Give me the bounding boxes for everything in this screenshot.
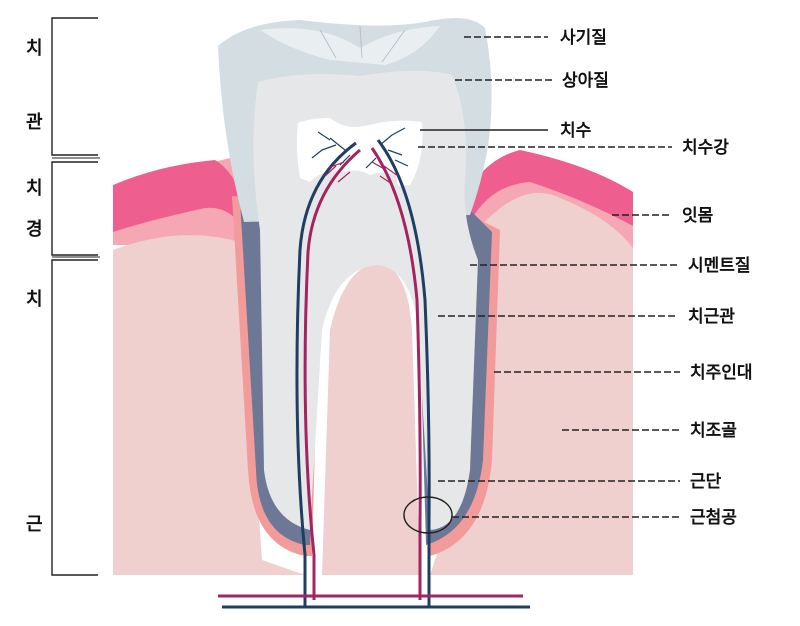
label-apical-foramen: 근첨공	[690, 507, 737, 528]
label-root-canal: 치근관	[688, 307, 735, 327]
neck-label-1: 치	[26, 178, 43, 199]
label-alveolar-bone: 치조골	[690, 421, 737, 441]
root-label-2: 근	[26, 514, 43, 535]
right-vessel	[376, 139, 431, 608]
gum-tissue	[113, 150, 633, 232]
left-gum	[113, 160, 250, 232]
side-brackets	[51, 17, 98, 576]
structure-labels: 사기질 상아질 치수 치수강 잇몸 시멘트질 치근관 치주인대 치조골 근단 근…	[560, 27, 753, 528]
pulp-branches	[311, 127, 409, 169]
label-root-apex: 근단	[690, 472, 722, 492]
root-label-1: 치	[26, 289, 43, 310]
side-labels: 치 관 치 경 치 근	[26, 38, 43, 535]
dentin-layer	[253, 70, 478, 530]
pulp-branches-red	[324, 161, 399, 185]
label-pulp-cavity: 치수강	[682, 138, 729, 158]
crown-label-1: 치	[26, 38, 43, 59]
enamel-facet-lines	[319, 25, 406, 63]
label-dentin: 상아질	[562, 70, 609, 91]
left-nerve	[303, 148, 361, 600]
neck-label-2: 경	[26, 219, 43, 240]
enamel-top-facets	[260, 26, 440, 65]
leader-lines	[418, 36, 680, 518]
label-enamel: 사기질	[560, 27, 607, 48]
label-gum: 잇몸	[682, 206, 714, 226]
right-nerve	[370, 147, 422, 600]
left-vessel	[295, 141, 357, 608]
label-cementum: 시멘트질	[688, 255, 751, 276]
root-canal-bundles	[295, 127, 431, 608]
center-bone	[322, 262, 420, 575]
label-periodontal-ligament: 치주인대	[690, 363, 753, 383]
crown-label-2: 관	[26, 112, 43, 133]
apical-foramen-marker	[403, 496, 453, 534]
label-pulp: 치수	[560, 121, 592, 141]
right-gum	[462, 150, 633, 226]
